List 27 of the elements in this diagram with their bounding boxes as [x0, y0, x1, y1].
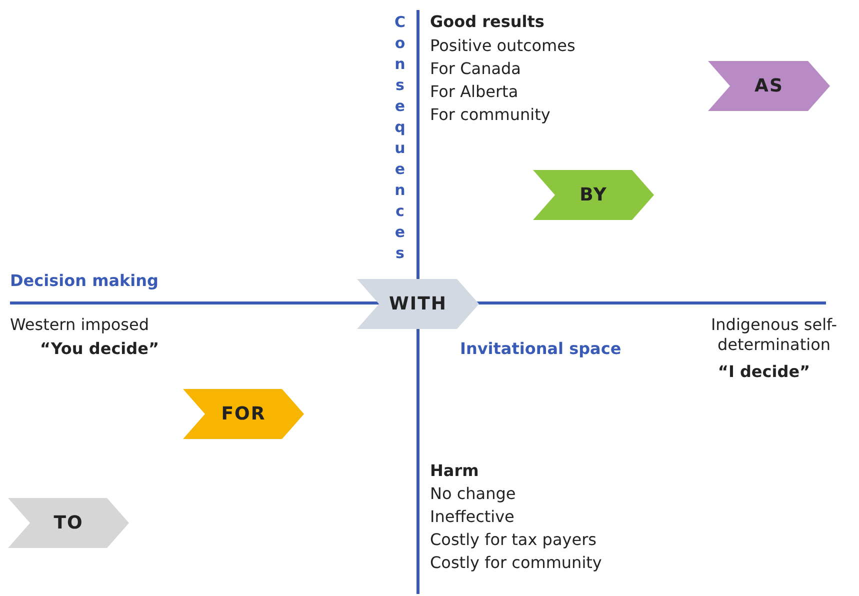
list-item: Positive outcomes: [430, 36, 576, 56]
region-label: Invitational space: [460, 339, 622, 359]
list-item: Ineffective: [430, 507, 514, 527]
quote-text: “I decide”: [716, 362, 812, 382]
chevron-shape: [8, 498, 129, 548]
chevron-shape: [533, 170, 654, 220]
chevron-label: FOR: [220, 404, 267, 424]
chevron-label: WITH: [388, 294, 448, 314]
chevron-label: TO: [52, 512, 84, 534]
chevron-label: BY: [578, 184, 608, 206]
list-item: For Alberta: [430, 82, 518, 102]
heading-text: Harm: [430, 461, 479, 481]
list-item: For community: [430, 105, 550, 125]
list-item: Costly for tax payers: [430, 530, 596, 550]
chevron-shape: [708, 61, 830, 111]
axis-title: Consequences: [393, 12, 406, 264]
axis-end-label: Indigenous self-determination: [710, 315, 838, 355]
chevron-shape: [183, 389, 304, 439]
list-item: No change: [430, 484, 516, 504]
list-item: Costly for community: [430, 553, 602, 573]
chevron-label: AS: [754, 76, 784, 96]
axis-end-label: Western imposed: [10, 315, 150, 335]
axis-title: Decision making: [10, 271, 158, 291]
list-item: For Canada: [430, 59, 521, 79]
heading-text: Good results: [430, 12, 544, 32]
quote-text: “You decide”: [40, 339, 159, 359]
chevron-shape: [357, 279, 479, 329]
